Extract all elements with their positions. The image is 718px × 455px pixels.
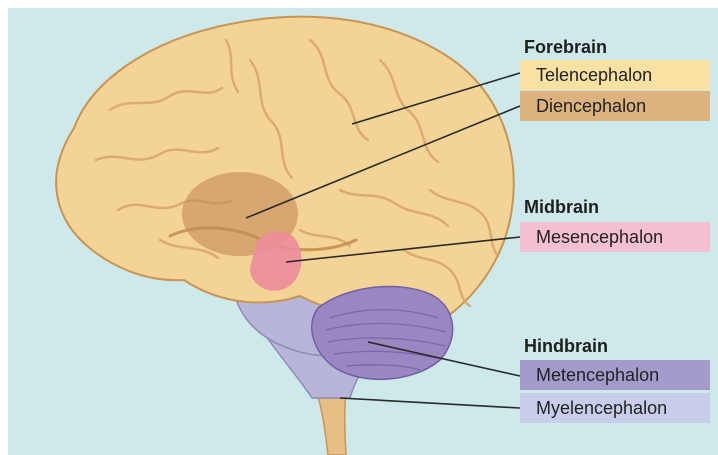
metencephalon-label: Metencephalon xyxy=(520,360,710,390)
telencephalon-label: Telencephalon xyxy=(520,60,710,90)
mesencephalon-label: Mesencephalon xyxy=(520,222,710,252)
midbrain-heading: Midbrain xyxy=(524,197,599,218)
forebrain-heading: Forebrain xyxy=(524,37,607,58)
myelencephalon-label: Myelencephalon xyxy=(520,393,710,423)
diencephalon-label: Diencephalon xyxy=(520,91,710,121)
hindbrain-heading: Hindbrain xyxy=(524,336,608,357)
